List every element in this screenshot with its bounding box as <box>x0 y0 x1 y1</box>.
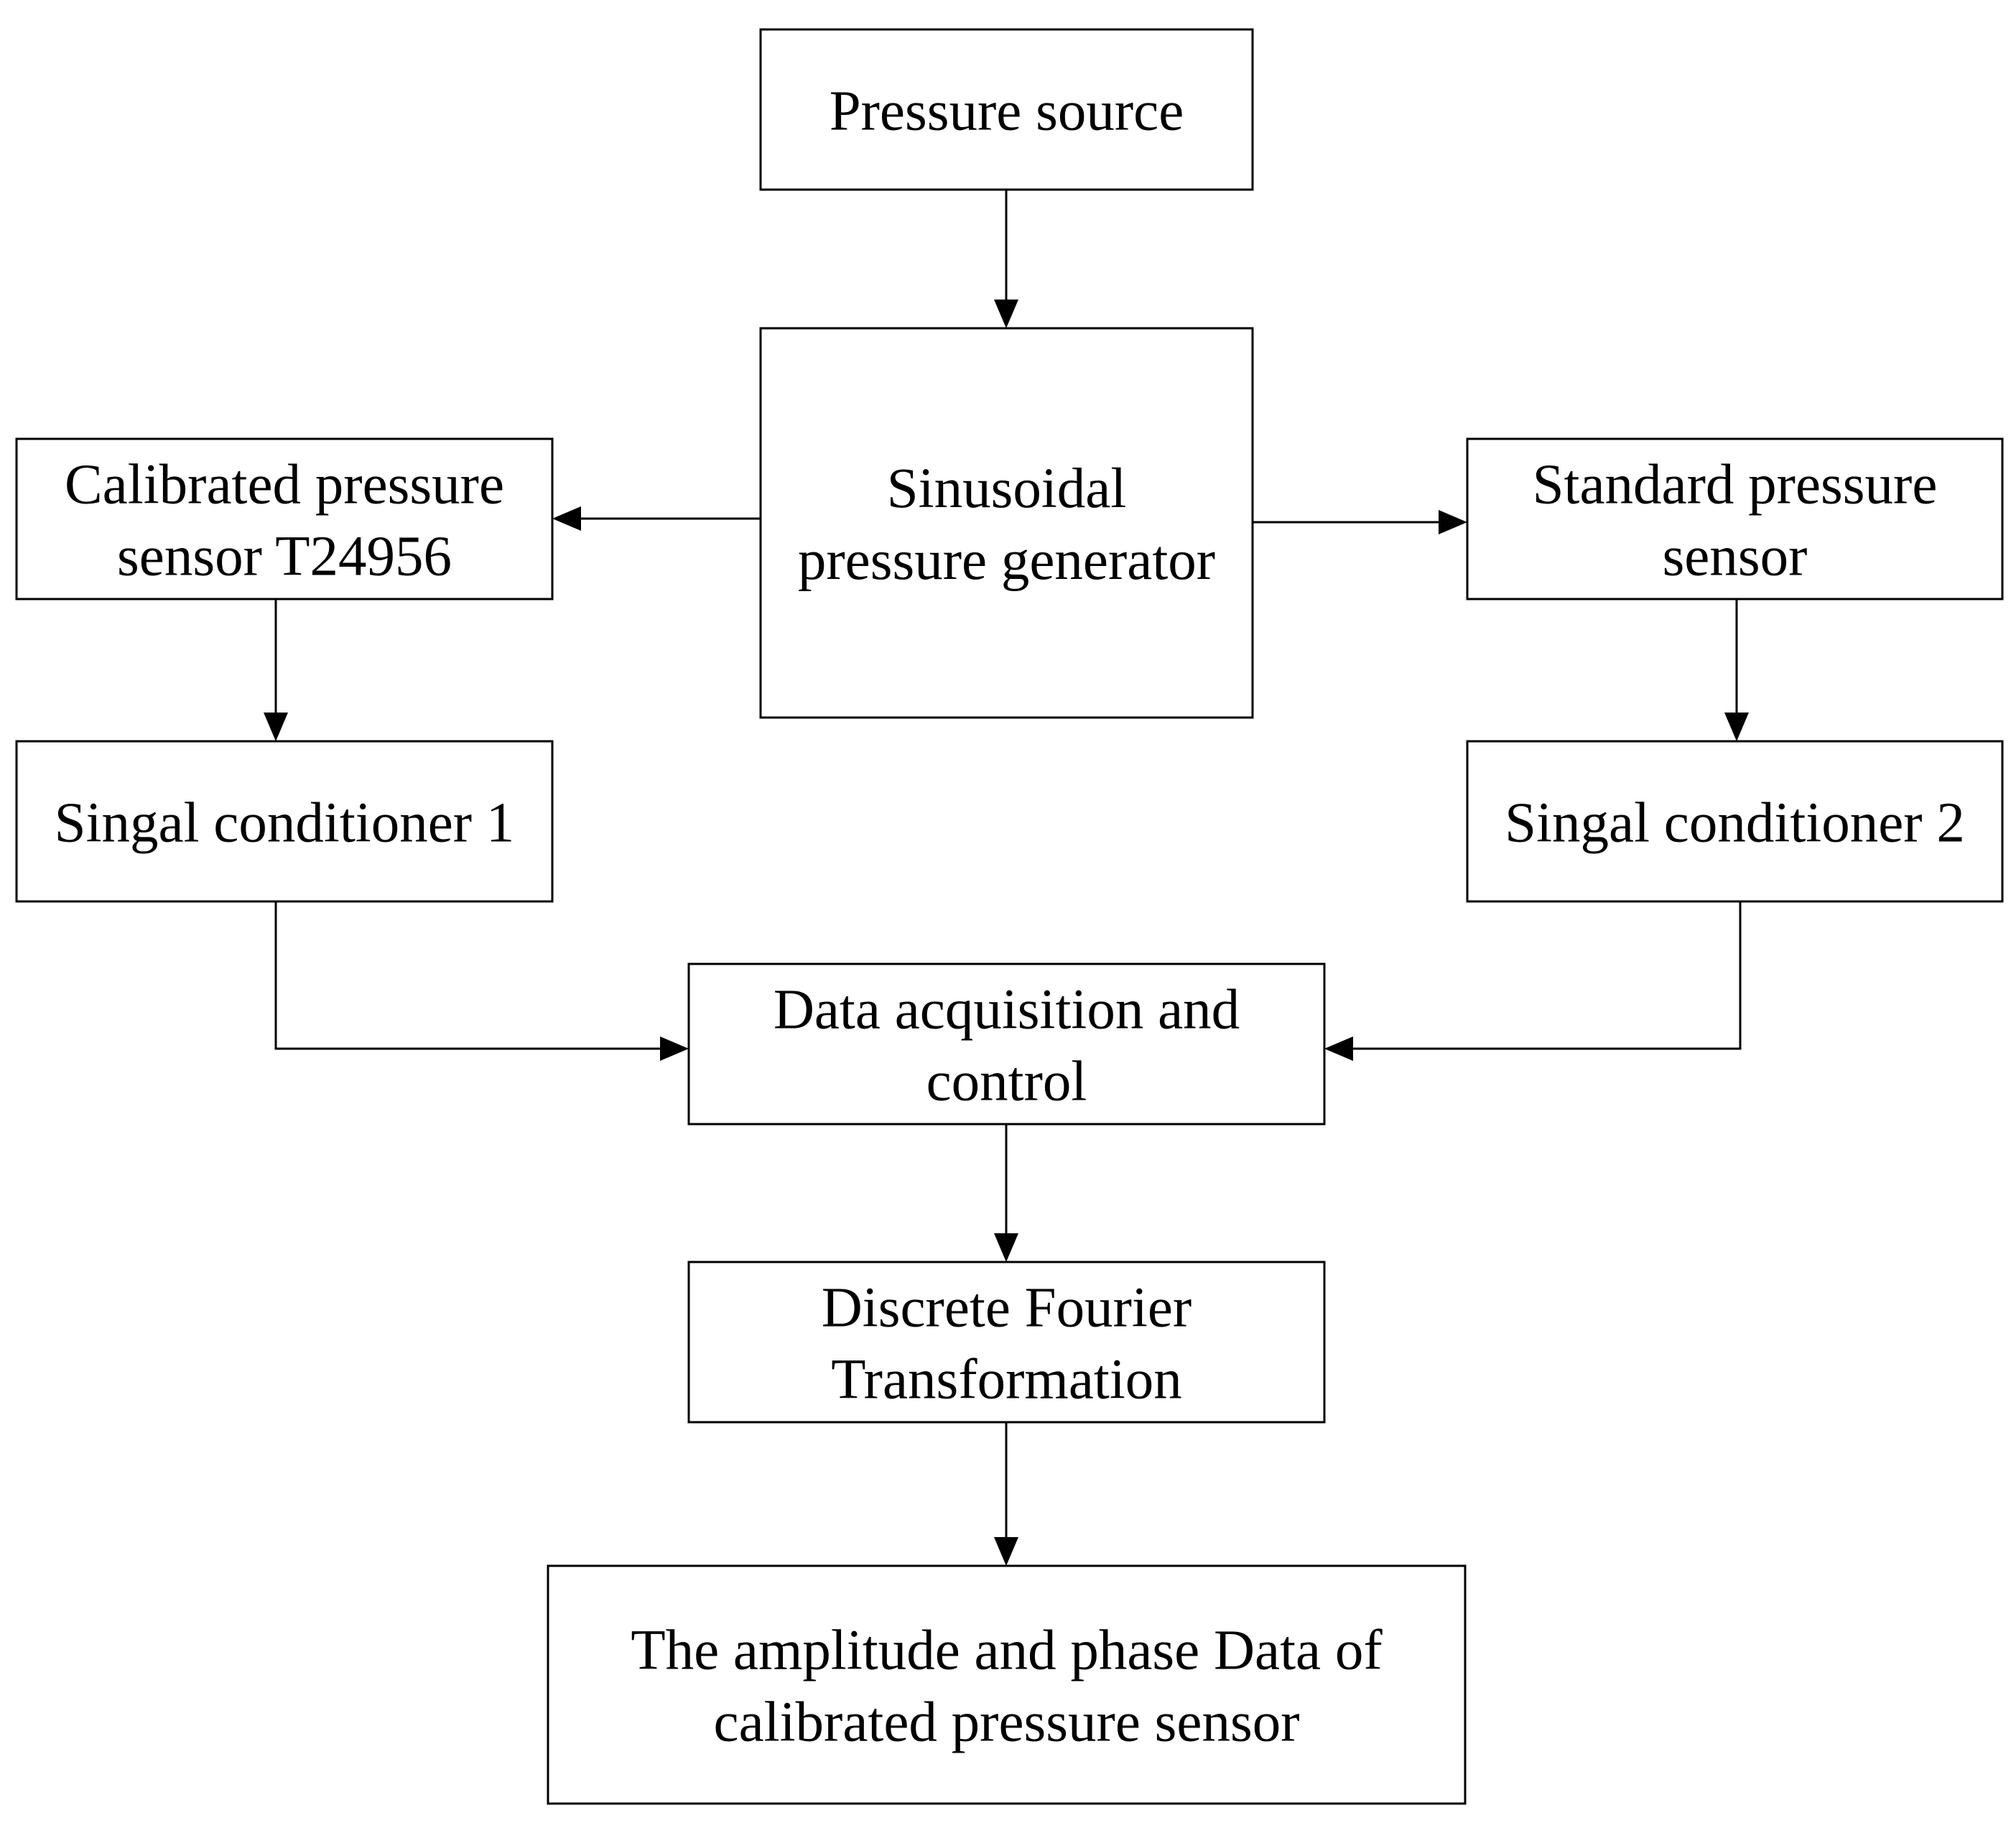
standard-pressure-sensor-label-line-2: sensor <box>1663 526 1808 588</box>
pressure-source-frame <box>759 28 1254 191</box>
discrete-fourier-transformation-label-line-1: Discrete Fourier <box>822 1277 1192 1340</box>
amplitude-phase-output-box: The amplitude and phase Data of calibrate… <box>547 1564 1467 1805</box>
sinusoidal-pressure-generator-label-line-1: Sinusoidal <box>887 458 1127 520</box>
amplitude-phase-output-label-line-1: The amplitude and phase Data of <box>631 1620 1383 1682</box>
arrow-daq-to-dft-head <box>994 1233 1018 1262</box>
data-acquisition-control-box: Data acquisition and control <box>687 962 1326 1126</box>
sinusoidal-pressure-generator-frame <box>759 327 1254 719</box>
arrow-cond1-to-daq <box>274 901 689 1061</box>
signal-conditioner-2-frame <box>1466 740 2004 903</box>
amplitude-phase-output-frame <box>547 1564 1467 1805</box>
pressure-source-box: Pressure source <box>759 28 1254 191</box>
discrete-fourier-transformation-label-line-2: Transformation <box>831 1349 1182 1411</box>
arrow-dft-to-output-head <box>994 1537 1018 1566</box>
arrow-source-to-generator <box>994 190 1018 328</box>
calibrated-pressure-sensor-box: Calibrated pressure sensor T24956 <box>15 437 554 600</box>
standard-pressure-sensor-label-line-1: Standard pressure <box>1533 454 1938 516</box>
arrow-dft-to-output <box>994 1422 1018 1566</box>
calibrated-pressure-sensor-frame <box>15 437 554 600</box>
data-acquisition-control-label-line-1: Data acquisition and <box>774 979 1240 1041</box>
standard-pressure-sensor-box: Standard pressure sensor <box>1466 437 2004 600</box>
pressure-source-label-line-1: Pressure source <box>830 80 1184 143</box>
connector-layer <box>264 190 1749 1566</box>
calibrated-pressure-sensor-label-line-2: sensor T24956 <box>117 526 452 588</box>
sinusoidal-pressure-generator-box: Sinusoidal pressure generator <box>759 327 1254 719</box>
calibrated-pressure-sensor-label-line-1: Calibrated pressure <box>65 454 504 516</box>
arrow-cond1-to-daq-head <box>660 1036 689 1061</box>
arrow-cond2-to-daq <box>1324 901 1742 1061</box>
standard-pressure-sensor-frame <box>1466 437 2004 600</box>
arrow-source-to-generator-head <box>994 300 1018 328</box>
arrow-standard-to-cond2 <box>1724 599 1749 741</box>
arrow-cond2-to-daq-line <box>1353 901 1742 1050</box>
sinusoidal-pressure-generator-label-line-2: pressure generator <box>798 529 1215 592</box>
data-acquisition-control-label-line-2: control <box>926 1051 1087 1113</box>
signal-conditioner-1-frame <box>15 740 554 903</box>
signal-conditioner-1-box: Singal conditioner 1 <box>15 740 554 903</box>
arrow-generator-to-calibrated <box>552 506 761 531</box>
arrow-cond2-to-daq-head <box>1324 1036 1353 1061</box>
arrow-generator-to-calibrated-head <box>552 506 581 531</box>
arrow-cond1-to-daq-line <box>274 901 660 1050</box>
discrete-fourier-transformation-frame <box>687 1261 1326 1424</box>
signal-conditioner-2-label-line-1: Singal conditioner 2 <box>1505 792 1965 855</box>
arrow-calibrated-to-cond1 <box>264 599 288 741</box>
arrow-generator-to-standard-head <box>1439 510 1467 534</box>
arrow-calibrated-to-cond1-head <box>264 713 288 741</box>
data-acquisition-control-frame <box>687 962 1326 1126</box>
arrow-daq-to-dft <box>994 1124 1018 1262</box>
arrow-generator-to-standard <box>1253 510 1467 534</box>
arrow-standard-to-cond2-head <box>1724 713 1749 741</box>
amplitude-phase-output-label-line-2: calibrated pressure sensor <box>714 1692 1300 1754</box>
signal-conditioner-2-box: Singal conditioner 2 <box>1466 740 2004 903</box>
signal-conditioner-1-label-line-1: Singal conditioner 1 <box>55 792 515 855</box>
